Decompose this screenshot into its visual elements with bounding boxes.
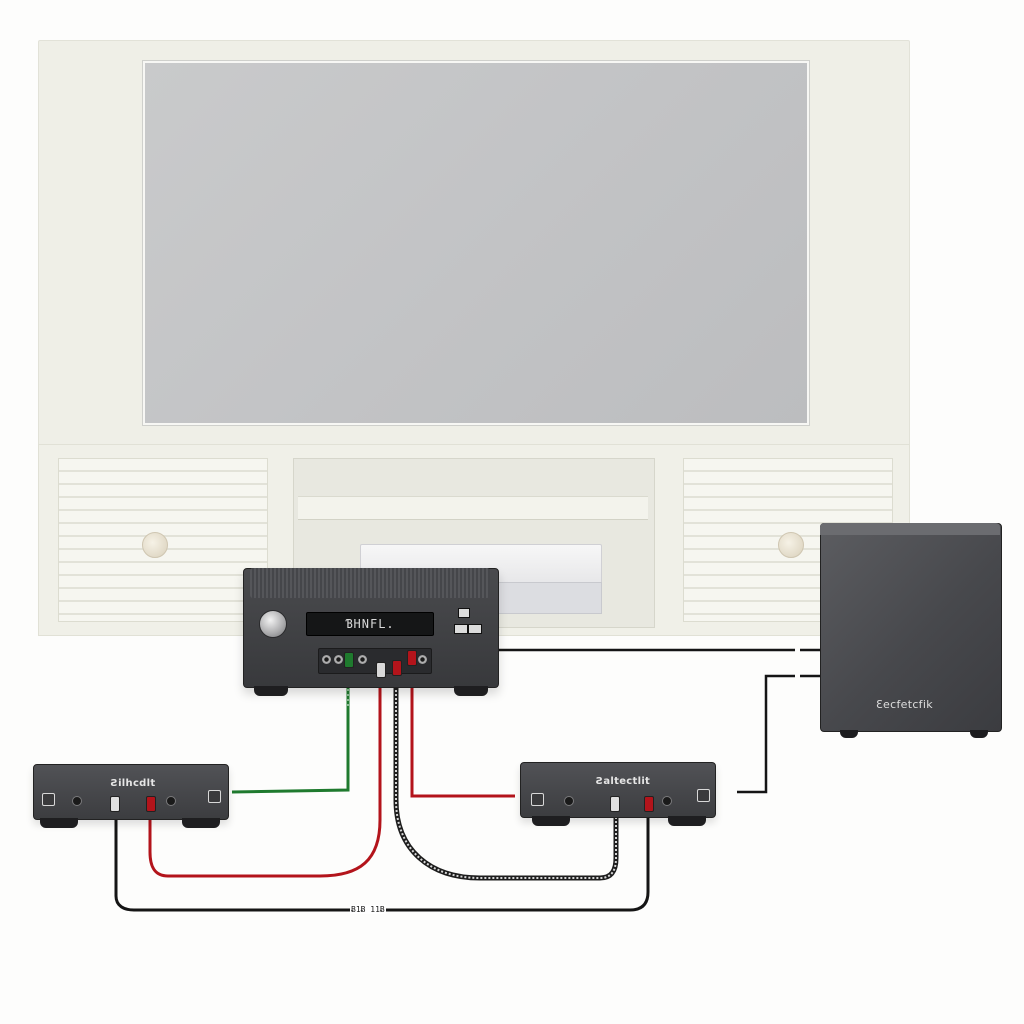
amp-input-button (208, 790, 221, 803)
tv-screen (143, 61, 809, 425)
amplifier-right-label: Ƨaltectlit (595, 776, 651, 787)
amp-jack (166, 796, 176, 806)
receiver-button-c (458, 608, 470, 618)
white-rca-plug (110, 796, 120, 812)
amp-power-button (42, 793, 55, 806)
red-cable-right (410, 664, 515, 798)
amp-right-foot (532, 816, 570, 826)
black-cable-tag: Ƀ1Ƀ 11Ƀ (350, 905, 386, 914)
amp-left-foot (40, 818, 78, 828)
subwoofer (820, 523, 1002, 732)
red-rca-plug (407, 650, 417, 666)
red-rca-plug (392, 660, 402, 676)
cabinet-knob-right (778, 532, 804, 558)
receiver-button-a (454, 624, 468, 634)
subwoofer-label: Ɛecfetcfik (876, 698, 933, 711)
amp-left-foot (182, 818, 220, 828)
amp-jack (564, 796, 574, 806)
green-rca-plug (344, 652, 354, 668)
receiver-jack (358, 655, 367, 664)
red-rca-plug (644, 796, 654, 812)
receiver-foot-right (454, 686, 488, 696)
receiver-top-vent (250, 568, 490, 598)
white-rca-plug (376, 662, 386, 678)
subwoofer-foot (840, 730, 858, 738)
red-rca-plug (146, 796, 156, 812)
receiver-foot-left (254, 686, 288, 696)
receiver-jack (322, 655, 331, 664)
receiver-jack (418, 655, 427, 664)
receiver-jack (334, 655, 343, 664)
braided-cable-weave (395, 670, 617, 879)
subwoofer-foot (970, 730, 988, 738)
amp-right-foot (668, 816, 706, 826)
amp-jack (662, 796, 672, 806)
receiver-button-b (468, 624, 482, 634)
receiver-display: ƁΗΝFL. (306, 612, 434, 636)
subwoofer-top (820, 523, 1000, 535)
amp-jack (72, 796, 82, 806)
amplifier-left (33, 764, 229, 820)
sub-cable-lower (737, 674, 795, 794)
amp-input-button (697, 789, 710, 802)
red-cable-left (148, 680, 382, 878)
amp-power-button (531, 793, 544, 806)
media-shelf (298, 496, 648, 520)
white-rca-plug (610, 796, 620, 812)
amplifier-left-label: Ƨilhcdlt (110, 778, 156, 789)
volume-knob (259, 610, 287, 638)
cabinet-knob-left (142, 532, 168, 558)
